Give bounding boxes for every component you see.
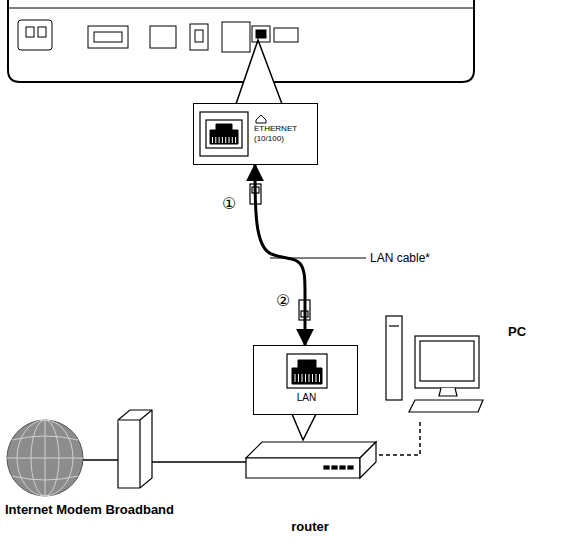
node-label: router	[240, 519, 380, 535]
callout-pointer	[292, 414, 316, 440]
wire	[152, 461, 246, 463]
port-callout-box: ETHERNET (10/100)	[193, 103, 318, 165]
lan-cable	[255, 165, 305, 345]
node-label: PC	[508, 324, 548, 340]
cable-plug	[250, 184, 310, 320]
player-rear-panel	[8, 0, 474, 82]
device-label: Internet Modem Broadband	[5, 502, 174, 517]
router-icon: router	[240, 428, 380, 490]
cable-label: LAN cable*	[370, 251, 430, 265]
callout-pointer	[236, 40, 282, 104]
node-icon	[254, 346, 359, 416]
callout-number: ②	[276, 291, 290, 310]
dashed-link	[372, 420, 420, 455]
node-icon	[385, 312, 485, 420]
port-callout-box: LAN	[253, 345, 358, 415]
callout-number: ①	[222, 194, 236, 213]
broadband-modem	[118, 410, 152, 488]
wire	[83, 459, 118, 461]
node-label: ETHERNET (10/100)	[254, 124, 312, 143]
pc-icon: PC	[385, 312, 485, 420]
node-label: LAN	[254, 392, 359, 404]
node-icon	[240, 428, 380, 490]
internet-globe	[7, 420, 83, 496]
